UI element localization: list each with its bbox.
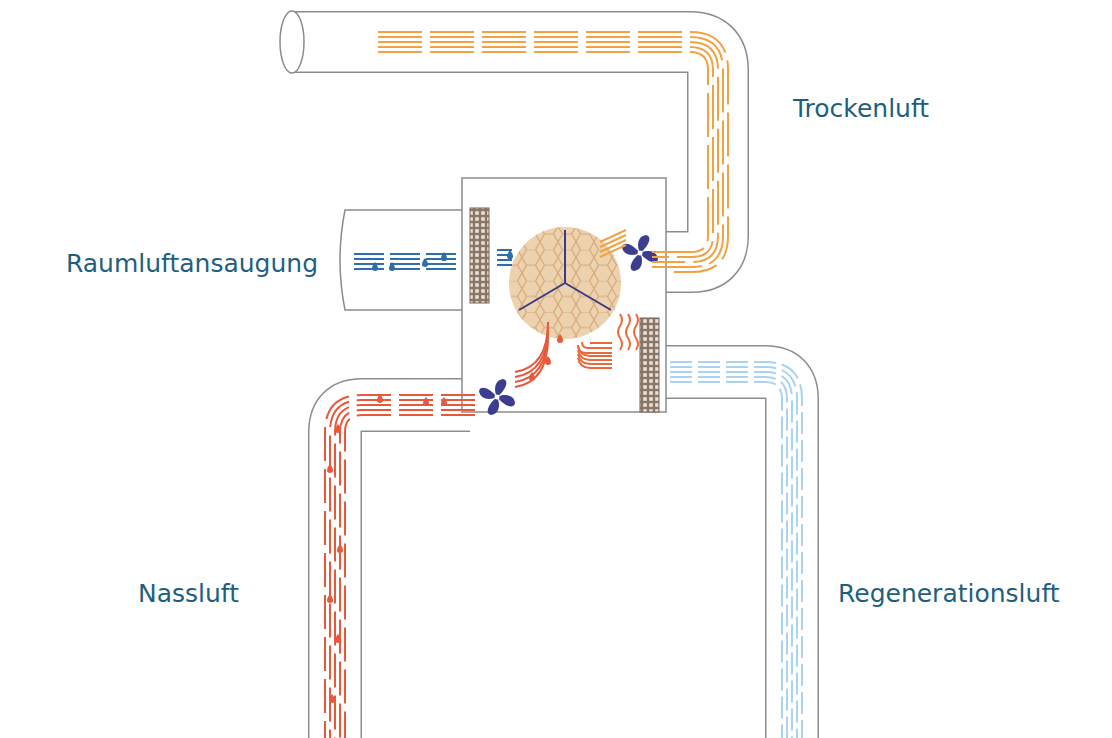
- airflow-line: [515, 332, 548, 382]
- moisture-drops: [327, 250, 563, 703]
- airflow-line: [497, 264, 512, 266]
- airflow-line: [578, 358, 612, 368]
- airflow-line: [652, 261, 668, 263]
- airflow-line: [325, 395, 475, 738]
- water-drop: [377, 394, 383, 403]
- water-drop: [329, 694, 335, 703]
- fan: [479, 379, 515, 415]
- water-drop: [337, 544, 343, 553]
- duct-opening: [280, 11, 304, 73]
- label-regeneration-air: Regenerationsluft: [838, 579, 1060, 609]
- airflow-line: [652, 266, 668, 268]
- airflow-line: [670, 367, 797, 738]
- water-drop: [441, 252, 447, 261]
- water-drop: [327, 594, 333, 603]
- desiccant-wheel: [505, 225, 625, 345]
- airflow-line: [670, 382, 782, 738]
- label-dry-air: Trockenluft: [793, 94, 929, 124]
- airflow-line: [345, 415, 475, 738]
- water-drop: [441, 397, 447, 406]
- water-drop: [423, 397, 429, 406]
- housing: [462, 178, 666, 412]
- water-drop: [335, 424, 341, 433]
- water-drop: [422, 258, 428, 267]
- airflow-line: [578, 354, 612, 364]
- airflow-lines: [325, 32, 802, 738]
- airflow-line: [354, 258, 456, 260]
- airflow-line: [515, 327, 548, 377]
- airflow-line: [330, 400, 475, 738]
- airflow-line: [670, 362, 802, 738]
- heat-waves: [578, 314, 638, 353]
- intake-duct: [340, 210, 470, 310]
- label-room-air-intake: Raumluftansaugung: [66, 249, 318, 279]
- water-drop: [335, 634, 341, 643]
- filter: [470, 208, 489, 303]
- airflow-line: [340, 410, 475, 738]
- filter: [640, 318, 659, 412]
- duct: [292, 42, 792, 738]
- airflow-line: [600, 245, 626, 257]
- water-drop: [327, 464, 333, 473]
- airflow-line: [578, 350, 612, 360]
- airflow-line: [354, 263, 456, 265]
- water-drop: [557, 334, 563, 343]
- airflow-line: [670, 377, 787, 738]
- airflow-line: [354, 253, 456, 255]
- water-drop: [529, 372, 535, 381]
- airflow-line: [670, 372, 792, 738]
- airflow-line: [378, 47, 713, 257]
- airflow-line: [515, 337, 548, 387]
- airflow-line: [335, 405, 475, 738]
- airflow-line: [652, 256, 668, 258]
- water-drop: [545, 356, 551, 365]
- airflow-line: [378, 37, 723, 267]
- water-drop: [372, 262, 378, 271]
- airflow-line: [378, 52, 708, 252]
- airflow-line: [497, 259, 512, 261]
- water-drop: [389, 262, 395, 271]
- airflow-line: [354, 268, 456, 270]
- water-drop: [507, 250, 513, 259]
- airflow-line: [378, 32, 728, 272]
- label-wet-air: Nassluft: [138, 579, 239, 609]
- airflow-line: [652, 251, 668, 253]
- airflow-line: [378, 42, 718, 262]
